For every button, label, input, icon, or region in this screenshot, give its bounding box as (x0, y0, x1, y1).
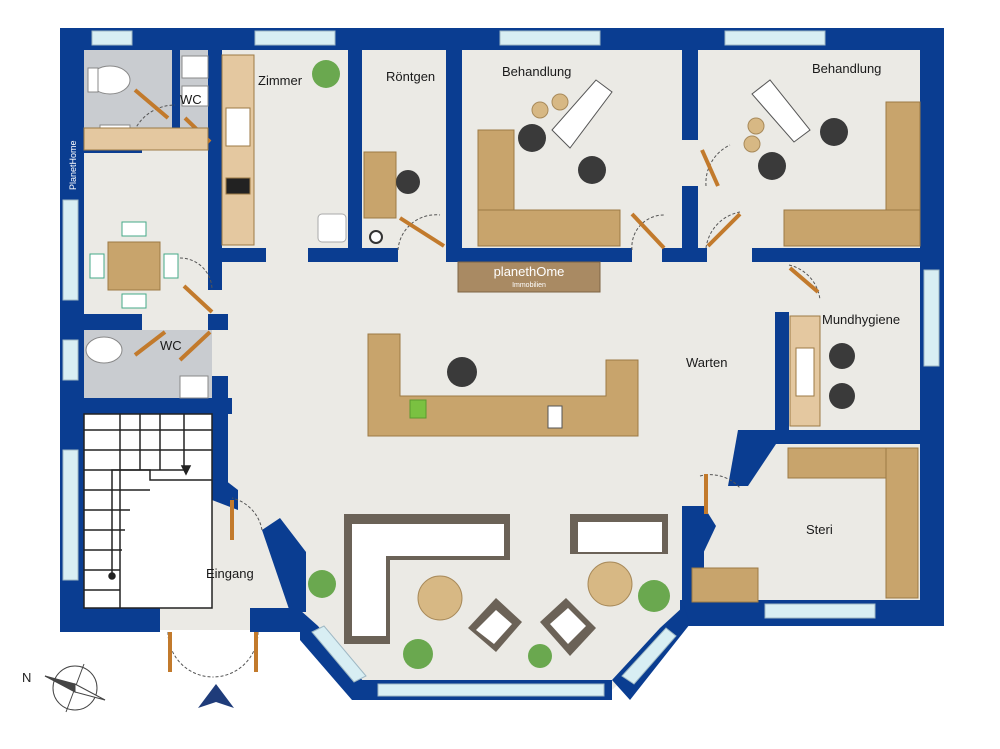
staircase (83, 413, 213, 609)
door-leaves (133, 88, 820, 672)
sanitary-fixtures (85, 55, 383, 399)
logo-sub-text: Immobilien (512, 282, 546, 289)
room-label-mundhygiene: Mundhygiene (822, 312, 900, 327)
room-label-zimmer: Zimmer (258, 73, 303, 88)
room-label-behandlung-1: Behandlung (502, 64, 571, 79)
compass-north-label: N (22, 670, 31, 685)
room-label-warten: Warten (686, 355, 727, 370)
wall-brand-text: PlanetHome (68, 140, 78, 190)
room-label-wc-bottom: WC (160, 338, 182, 353)
room-label-roentgen: Röntgen (386, 69, 435, 84)
cabinetry (83, 54, 921, 603)
room-label-behandlung-2: Behandlung (812, 61, 881, 76)
entrance-arrow-icon (198, 684, 234, 708)
room-label-eingang: Eingang (206, 566, 254, 581)
treatment-chairs (531, 79, 811, 153)
plants (308, 60, 670, 669)
office-chairs (396, 118, 855, 409)
lounge-seating (344, 514, 668, 656)
compass-icon (44, 663, 106, 713)
doors (129, 104, 821, 678)
windows (62, 30, 940, 697)
planethome-sign (457, 261, 601, 293)
interior-walls (60, 50, 942, 612)
room-label-steri: Steri (806, 522, 833, 537)
dining-set (89, 221, 179, 309)
logo-brand-text: planethOme (494, 264, 565, 279)
room-label-wc-top: WC (180, 92, 202, 107)
